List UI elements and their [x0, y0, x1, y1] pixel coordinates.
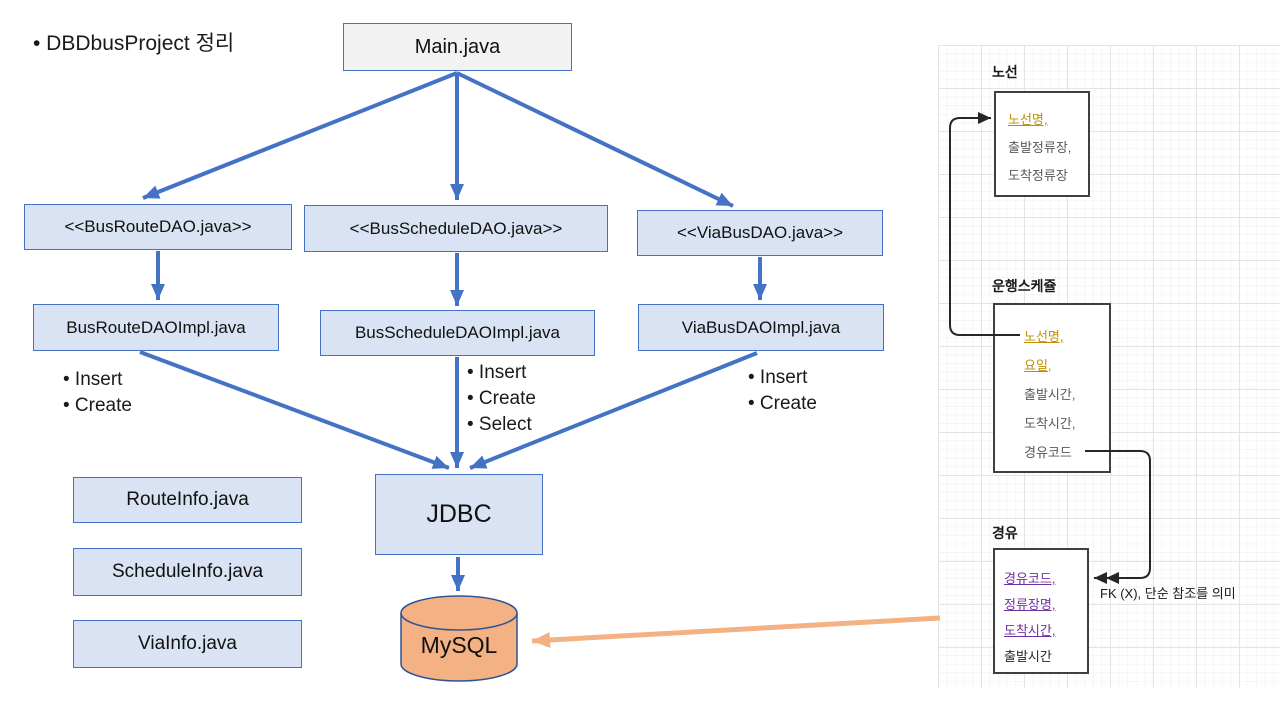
arrow-main-to-via-dao	[456, 71, 734, 208]
er-route-table: 노선명, 출발정류장, 도착정류장	[994, 91, 1090, 197]
er-via-table-title: 경유	[992, 525, 1018, 541]
via-bus-dao-impl-label: ViaBusDAOImpl.java	[681, 317, 841, 337]
er-field: 출발정류장,	[1008, 140, 1072, 155]
ops-item: • Select	[467, 414, 532, 435]
schedule-info-box: ScheduleInfo.java	[73, 548, 302, 596]
jdbc-box: JDBC	[375, 474, 543, 555]
via-bus-dao-label: <<ViaBusDAO.java>>	[676, 223, 843, 242]
schedule-info-label: ScheduleInfo.java	[111, 561, 264, 582]
bus-schedule-dao-label: <<BusScheduleDAO.java>>	[349, 218, 563, 238]
er-route-table-title: 노선	[992, 64, 1018, 80]
bus-route-dao-label: <<BusRouteDAO.java>>	[64, 217, 252, 236]
arrow-er-to-mysql	[531, 615, 941, 648]
route-info-box: RouteInfo.java	[73, 477, 302, 523]
ops-item: • Create	[748, 393, 817, 414]
jdbc-label: JDBC	[426, 500, 492, 528]
route-ops-list: • Insert • Create	[63, 367, 132, 419]
ops-item: • Insert	[63, 369, 123, 390]
slide-title: • DBDbusProject 정리	[33, 32, 235, 55]
er-field: 출발시간,	[1024, 387, 1076, 402]
via-ops-list: • Insert • Create	[748, 365, 817, 417]
arrow-route-impl-to-jdbc	[139, 350, 450, 470]
er-via-table: 경유코드, 정류장명, 도착시간, 출발시간	[993, 548, 1089, 674]
er-field-pk: 노선명,	[1024, 329, 1064, 344]
bus-schedule-dao-impl-box: BusScheduleDAOImpl.java	[320, 310, 595, 356]
er-field-pk: 노선명,	[1008, 112, 1048, 127]
main-java-label: Main.java	[414, 35, 501, 58]
er-field: 도착시간,	[1024, 416, 1076, 431]
bus-route-dao-impl-label: BusRouteDAOImpl.java	[66, 317, 246, 337]
bus-route-dao-box: <<BusRouteDAO.java>>	[24, 204, 292, 250]
bus-route-dao-impl-box: BusRouteDAOImpl.java	[33, 304, 279, 351]
fk-annotation: FK (X), 단순 참조를 의미	[1100, 586, 1236, 601]
er-field-pk: 경유코드,	[1004, 571, 1056, 586]
bus-schedule-dao-impl-label: BusScheduleDAOImpl.java	[354, 323, 561, 342]
via-bus-dao-impl-box: ViaBusDAOImpl.java	[638, 304, 884, 351]
er-field: 출발시간	[1004, 649, 1052, 664]
er-field-pk: 정류장명,	[1004, 597, 1056, 612]
bus-schedule-dao-box: <<BusScheduleDAO.java>>	[304, 205, 608, 252]
via-info-box: ViaInfo.java	[73, 620, 302, 668]
arrow-main-to-route-dao	[142, 71, 458, 200]
ops-item: • Insert	[748, 367, 808, 388]
er-field-pk: 도착시간,	[1004, 623, 1056, 638]
mysql-label: MySQL	[420, 632, 498, 658]
via-bus-dao-box: <<ViaBusDAO.java>>	[637, 210, 883, 256]
er-field-pk: 요일,	[1024, 358, 1052, 373]
route-info-label: RouteInfo.java	[126, 489, 249, 510]
main-java-box: Main.java	[343, 23, 572, 71]
er-schedule-table-title: 운행스케쥴	[992, 278, 1057, 294]
schedule-ops-list: • Insert • Create • Select	[467, 360, 536, 438]
ops-item: • Create	[63, 395, 132, 416]
er-schedule-table: 노선명, 요일, 출발시간, 도착시간, 경유코드	[993, 303, 1111, 473]
er-field: 도착정류장	[1008, 168, 1068, 183]
via-info-label: ViaInfo.java	[138, 633, 237, 654]
ops-item: • Create	[467, 388, 536, 409]
er-field: 경유코드	[1024, 445, 1072, 460]
ops-item: • Insert	[467, 362, 527, 383]
